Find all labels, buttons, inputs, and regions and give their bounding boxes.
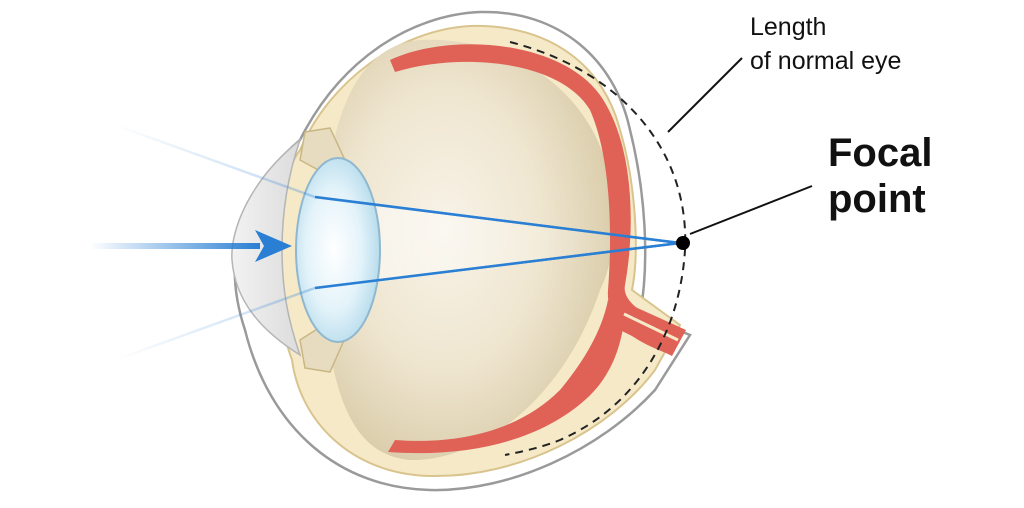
focal-label-line-2: point	[828, 177, 926, 221]
light-ray-bottom-inner	[314, 241, 681, 290]
focal-point-label: Focal point	[828, 130, 932, 222]
focal-point-dot-icon	[676, 236, 690, 250]
leader-line-focal	[689, 185, 813, 235]
retina	[390, 44, 680, 355]
light-beam	[315, 195, 680, 290]
length-of-normal-eye-label: Length of normal eye	[750, 10, 901, 78]
normal-eye-length-arc	[504, 41, 687, 456]
light-ray-top-inner	[314, 195, 681, 245]
length-label-line-2: of normal eye	[750, 47, 902, 75]
length-label-line-1: Length	[750, 13, 827, 41]
lens	[295, 157, 381, 343]
optic-nerve	[612, 300, 686, 356]
arrow-right-icon	[90, 230, 292, 262]
retina-lower	[388, 300, 624, 454]
leader-line-length	[667, 57, 743, 133]
focal-label-line-1: Focal	[828, 131, 933, 175]
optic-nerve-center	[623, 312, 679, 342]
